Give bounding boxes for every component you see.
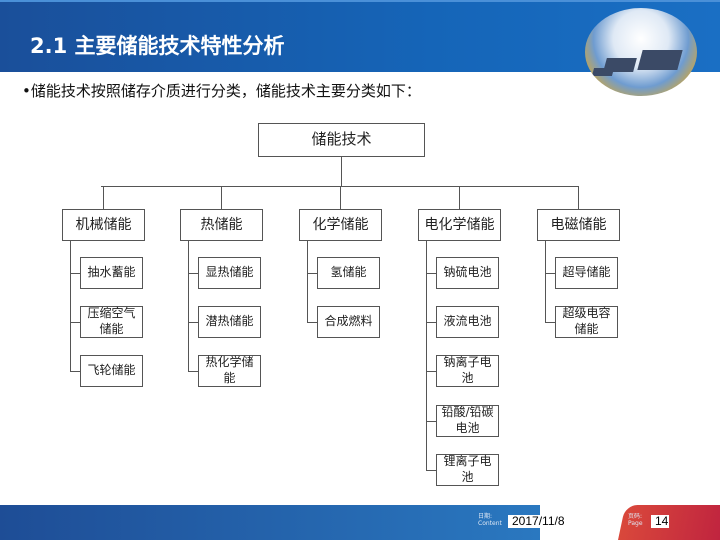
leaf-box: 锂离子电池 bbox=[436, 454, 499, 486]
connector-line bbox=[188, 322, 198, 323]
leaf-box: 合成燃料 bbox=[317, 306, 380, 338]
leaf-box: 超导储能 bbox=[555, 257, 618, 289]
footer-bar bbox=[0, 505, 720, 540]
leaf-box: 抽水蓄能 bbox=[80, 257, 143, 289]
connector-line bbox=[307, 322, 317, 323]
connector-line bbox=[307, 273, 317, 274]
connector-line bbox=[341, 157, 342, 186]
leaf-box: 氢储能 bbox=[317, 257, 380, 289]
category-box: 电磁储能 bbox=[537, 209, 620, 241]
leaf-box: 显热储能 bbox=[198, 257, 261, 289]
page-number: 14 bbox=[651, 515, 669, 528]
connector-line bbox=[426, 421, 436, 422]
category-box: 机械储能 bbox=[62, 209, 145, 241]
leaf-box: 飞轮储能 bbox=[80, 355, 143, 387]
connector-line bbox=[70, 273, 80, 274]
leaf-box: 热化学储能 bbox=[198, 355, 261, 387]
leaf-box: 液流电池 bbox=[436, 306, 499, 338]
page-title: 2.1 主要储能技术特性分析 bbox=[30, 34, 285, 58]
category-box: 电化学储能 bbox=[418, 209, 501, 241]
connector-line bbox=[426, 241, 427, 470]
leaf-box: 钠离子电池 bbox=[436, 355, 499, 387]
connector-line bbox=[545, 273, 555, 274]
tree-root: 储能技术 bbox=[258, 123, 425, 157]
category-box: 化学储能 bbox=[299, 209, 382, 241]
connector-line bbox=[70, 371, 80, 372]
connector-line bbox=[188, 371, 198, 372]
leaf-box: 超级电容储能 bbox=[555, 306, 618, 338]
connector-line bbox=[188, 241, 189, 371]
connector-line bbox=[307, 241, 308, 322]
connector-line bbox=[188, 273, 198, 274]
date-label: 日期:Content bbox=[478, 513, 502, 527]
connector-line bbox=[578, 186, 579, 209]
connector-line bbox=[221, 186, 222, 209]
leaf-box: 压缩空气储能 bbox=[80, 306, 143, 338]
leaf-box: 钠硫电池 bbox=[436, 257, 499, 289]
connector-line bbox=[426, 371, 436, 372]
connector-line bbox=[103, 186, 104, 209]
connector-line bbox=[426, 322, 436, 323]
solar-panel-image bbox=[585, 8, 697, 96]
connector-line bbox=[545, 241, 546, 322]
intro-text: •储能技术按照储存介质进行分类，储能技术主要分类如下： bbox=[22, 82, 421, 100]
connector-line bbox=[70, 241, 71, 371]
connector-line bbox=[70, 322, 80, 323]
page-label: 页码:Page bbox=[628, 513, 643, 527]
connector-line bbox=[545, 322, 555, 323]
category-box: 热储能 bbox=[180, 209, 263, 241]
connector-line bbox=[426, 273, 436, 274]
date-value: 2017/11/8 bbox=[508, 515, 590, 528]
connector-line bbox=[459, 186, 460, 209]
leaf-box: 铅酸/铅碳电池 bbox=[436, 405, 499, 437]
leaf-box: 潜热储能 bbox=[198, 306, 261, 338]
connector-line bbox=[426, 470, 436, 471]
connector-line bbox=[340, 186, 341, 209]
